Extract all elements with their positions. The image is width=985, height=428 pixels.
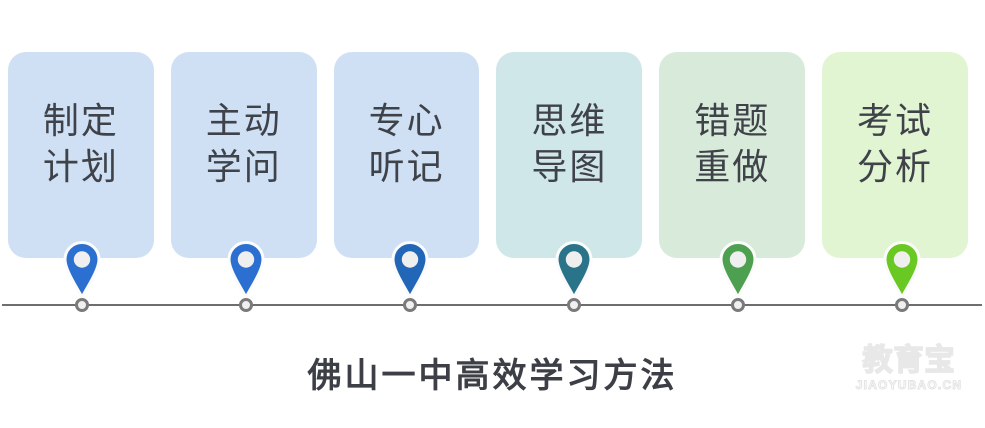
step-card-label: 考试 分析 — [857, 99, 934, 187]
step-card-5[interactable]: 错题 重做 — [659, 52, 806, 258]
timeline-node — [403, 298, 417, 312]
map-pin-icon — [882, 241, 922, 299]
timeline-axis-line — [2, 304, 982, 306]
step-card-label: 思维 导图 — [531, 99, 608, 187]
step-card-row: 制定 计划 主动 学问 专心 听记 思维 导图 错题 重做 考试 分析 — [0, 52, 985, 258]
step-card-label: 制定 计划 — [42, 99, 119, 187]
step-card-label: 专心 听记 — [368, 99, 445, 187]
timeline-node — [895, 298, 909, 312]
step-card-2[interactable]: 主动 学问 — [170, 52, 317, 258]
map-pin-icon — [718, 241, 758, 299]
map-pin-icon — [226, 241, 266, 299]
step-card-6[interactable]: 考试 分析 — [822, 52, 968, 258]
timeline-node — [567, 298, 581, 312]
step-card-label: 错题 重做 — [694, 99, 771, 187]
step-card-4[interactable]: 思维 导图 — [496, 52, 643, 258]
map-pin-icon — [62, 241, 102, 299]
step-card-3[interactable]: 专心 听记 — [333, 52, 480, 258]
step-card-1[interactable]: 制定 计划 — [8, 52, 154, 258]
timeline-node — [731, 298, 745, 312]
timeline-node — [75, 298, 89, 312]
timeline-node — [239, 298, 253, 312]
map-pin-icon — [390, 241, 430, 299]
map-pin-icon — [554, 241, 594, 299]
page-title: 佛山一中高效学习方法 — [307, 357, 678, 395]
step-card-label: 主动 学问 — [205, 99, 282, 187]
